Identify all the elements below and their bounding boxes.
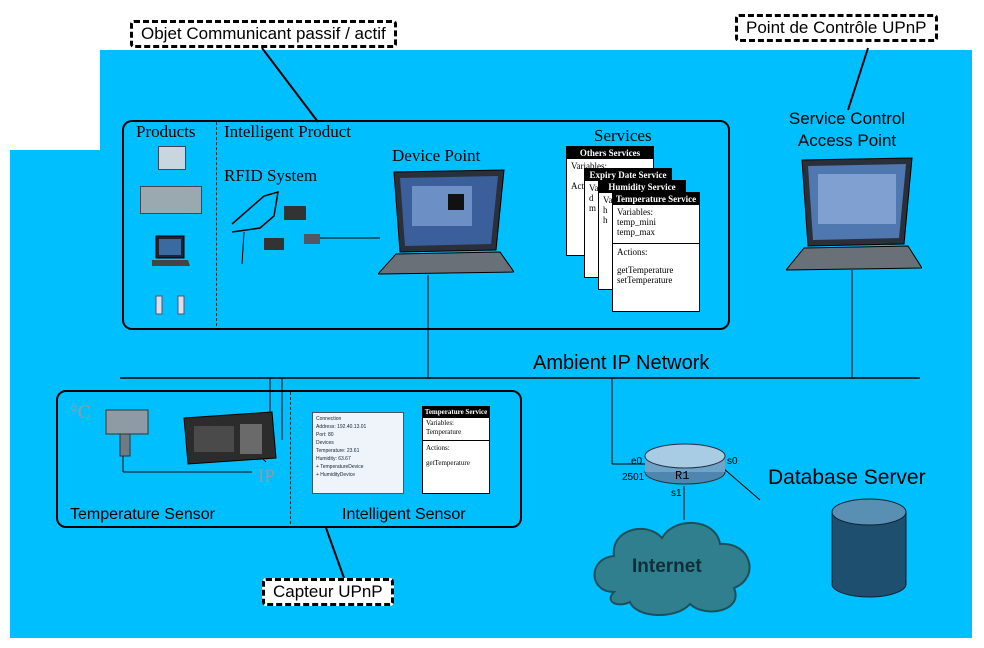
service-card-line: temp_max <box>617 227 655 237</box>
sensor-service-divider <box>423 440 489 441</box>
window-line: Temperature: 23.61 <box>316 448 360 454</box>
sensor-service-line: Variables: <box>426 419 454 427</box>
service-card-title: Others Services <box>567 147 653 159</box>
intelligent-sensor-panel: °C IP Temperature Sensor Intelligent Sen… <box>56 390 522 528</box>
window-line: Humidity: 63.67 <box>316 456 351 462</box>
sensor-service-line: getTemperature <box>426 459 470 467</box>
control-point-laptop-icon <box>786 157 922 271</box>
services-title: Services <box>594 126 652 145</box>
router-s1-label: s1 <box>671 488 682 499</box>
service-card-line: getTemperature <box>617 265 674 275</box>
service-card-line: m <box>589 203 597 213</box>
rfid-system-label: RFID System <box>224 166 318 185</box>
intelligent-product-panel: Products Intelligent Product RFID System… <box>122 120 730 330</box>
service-card-title: Expiry Date Service <box>585 169 671 181</box>
diagram-background <box>100 50 972 638</box>
network-label: Ambient IP Network <box>533 352 710 374</box>
service-card-line: h <box>603 205 608 215</box>
database-icon <box>831 498 907 598</box>
callout-objet-communicant: Objet Communicant passif / actif <box>130 20 397 48</box>
service-card-line: temp_mini <box>617 217 656 227</box>
sensor-service-title: Temperature Service <box>423 407 489 418</box>
service-card-line: d <box>589 193 594 203</box>
callout-point-de-controle: Point de Contrôle UPnP <box>735 14 938 42</box>
window-line: Address: 192.40.13.01 <box>316 424 367 430</box>
window-line: Port: 80 <box>316 432 334 438</box>
device-point-laptop-icon <box>378 169 514 275</box>
database-server-label: Database Server <box>768 466 926 489</box>
router-s0-label: s0 <box>727 456 738 467</box>
sensor-service-line: Actions: <box>426 444 450 452</box>
temperature-sensor-label: Temperature Sensor <box>70 506 215 523</box>
router-icon <box>644 443 726 485</box>
celsius-label: °C <box>70 402 91 423</box>
service-card-line: Variables: <box>571 161 607 171</box>
product-laptop-icon <box>152 235 190 266</box>
window-line: Connection <box>316 416 342 422</box>
service-card-line: Va <box>603 195 613 205</box>
rfid-reader-icon <box>231 190 320 265</box>
service-card-line: Va <box>589 183 599 193</box>
sensor-board-icon <box>183 411 277 465</box>
service-card-line: h <box>603 215 608 225</box>
service-card-title: Temperature Service <box>613 193 699 205</box>
service-card-title: Humidity Service <box>599 181 685 193</box>
window-line: + HumidityDevice <box>316 472 356 478</box>
service-control-line2: Access Point <box>797 131 897 150</box>
device-point-label: Device Point <box>392 146 481 165</box>
sensor-service-line: Temperature <box>426 428 462 436</box>
service-divider <box>613 237 699 244</box>
service-control-line1: Service Control <box>788 109 906 128</box>
ip-label: IP <box>258 466 275 487</box>
intelligent-product-title: Intelligent Product <box>224 122 352 141</box>
sensor-app-window: Connection Address: 192.40.13.01 Port: 8… <box>312 412 404 494</box>
service-card-line: Actions: <box>617 247 648 257</box>
router-e0-label: e0 <box>631 456 643 467</box>
router-name: R1 <box>675 469 690 483</box>
panel-divider <box>216 122 217 326</box>
service-card-line: Variables: <box>617 207 653 217</box>
intelligent-sensor-label: Intelligent Sensor <box>342 506 466 523</box>
service-card-line: setTemperature <box>617 275 673 285</box>
service-card-temperature: Temperature Service Variables: temp_mini… <box>612 192 700 312</box>
product-tags-icon <box>155 295 185 315</box>
product-image-card <box>158 146 186 170</box>
router-port-label: 2501 <box>622 472 645 483</box>
service-spacer <box>617 257 695 265</box>
sensor-divider <box>290 392 291 524</box>
sensor-service-card: Temperature Service Variables: Temperatu… <box>422 406 490 494</box>
internet-cloud-icon <box>593 522 751 617</box>
product-image-hand <box>140 186 202 214</box>
window-line: Devices <box>316 440 334 446</box>
service-control-label: Service Control Access Point <box>762 108 932 152</box>
internet-label: Internet <box>632 556 702 577</box>
products-title: Products <box>136 122 196 141</box>
window-line: + TemperatureDevice <box>316 464 364 470</box>
temperature-probe-icon <box>105 409 149 457</box>
callout-capteur-upnp: Capteur UPnP <box>262 578 394 606</box>
